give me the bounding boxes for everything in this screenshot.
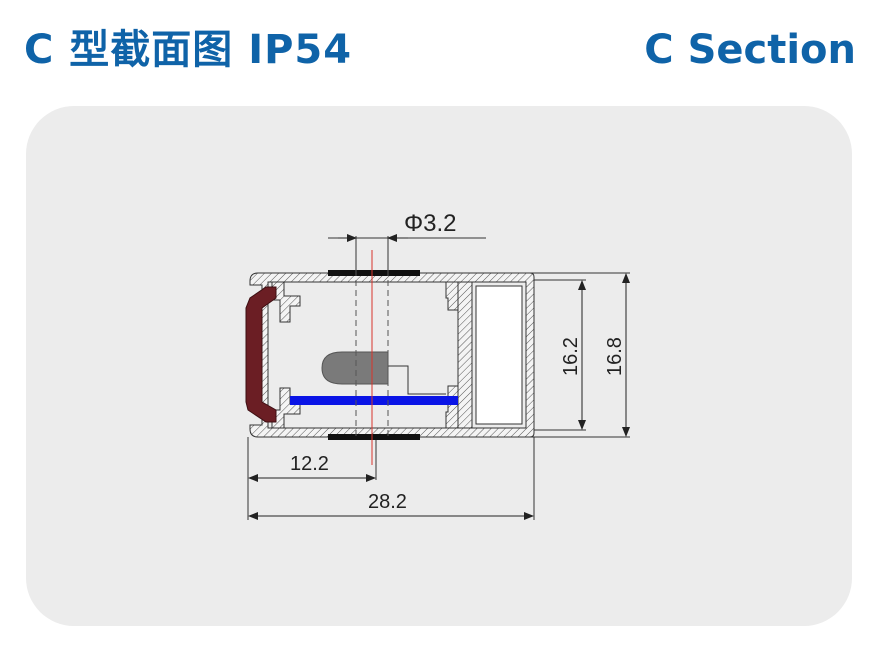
bottom-seal-strip [328,434,420,440]
led-strip-pcb [290,396,458,405]
label-hole-diameter: Φ3.2 [404,210,457,237]
led-lens-icon [321,351,389,385]
label-center-offset: 12.2 [290,453,329,475]
label-outer-height: 16.8 [604,337,626,376]
aluminium-profile [249,272,535,438]
centerlines [355,250,389,465]
label-total-width: 28.2 [368,491,407,513]
section-title-english: C Section [644,27,856,73]
section-title-chinese: C 型截面图 IP54 [24,27,353,73]
diagram-panel [26,106,852,626]
label-inner-height: 16.2 [560,337,582,376]
diffuser-cover [245,286,277,423]
top-seal-strip [328,270,420,276]
led-lead-wire [388,365,446,395]
